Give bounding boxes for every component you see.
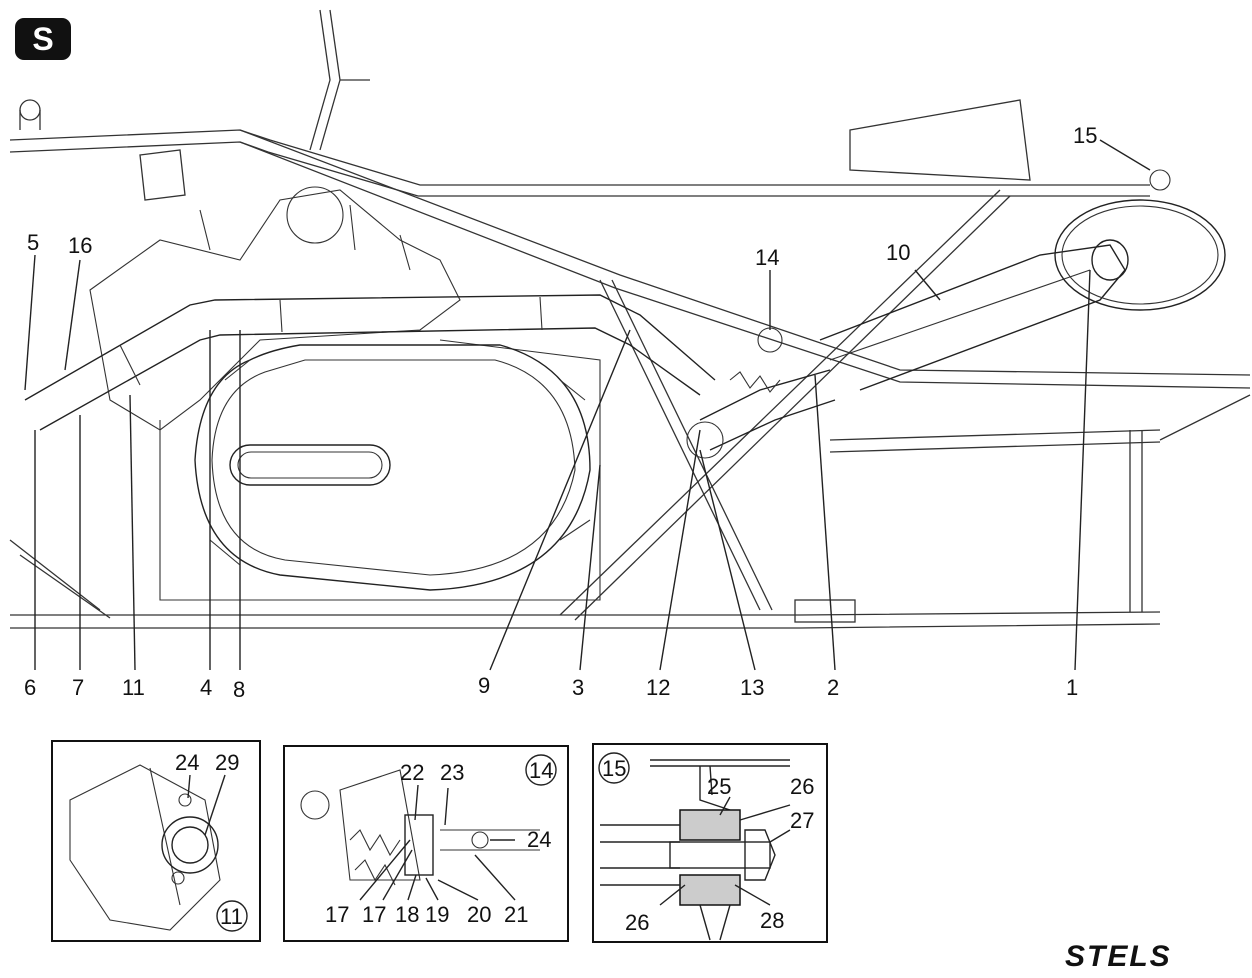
exhaust-spring-clamp [729,169,1171,393]
callout-11: 11 [122,675,145,700]
detail-15-panel: 25 26 27 26 28 15 [592,743,828,943]
callout-12: 12 [646,675,670,700]
callout-labels: 1 2 3 4 5 6 7 8 9 10 11 12 13 14 15 16 [24,123,1097,702]
callout-8: 8 [233,677,245,702]
detail-14-label-d: 17 [325,902,349,927]
callout-3: 3 [572,675,584,700]
callout-9: 9 [478,673,490,698]
cvt-cover [194,344,591,591]
detail-11-panel: 24 29 11 [51,740,261,942]
brand-logo: S [15,18,71,60]
detail-11-tag: 11 [220,904,243,929]
detail-15-label-c: 27 [790,808,814,833]
brand-logo-letter: S [32,21,53,57]
exhaust-rear-pipe [686,369,836,459]
detail-14-label-g: 19 [425,902,449,927]
detail-15-label-a: 25 [707,774,731,799]
brand-wordmark: STELS [1065,940,1172,973]
callout-14: 14 [755,245,779,270]
exhaust-front-pipe [24,294,716,431]
callout-2: 2 [827,675,839,700]
engine [89,186,601,601]
detail-14-label-f: 18 [395,902,419,927]
callout-7: 7 [72,675,84,700]
detail-14-label-e: 17 [362,902,386,927]
callout-6: 6 [24,675,36,700]
callout-15: 15 [1073,123,1097,148]
detail-14-label-h: 20 [467,902,491,927]
callout-13: 13 [740,675,764,700]
detail-14-panel: 22 23 24 17 17 18 19 20 21 14 [283,745,569,942]
callout-5: 5 [27,230,39,255]
callout-leaders [24,139,1151,671]
detail-15-label-b: 26 [790,774,814,799]
callout-16: 16 [68,233,92,258]
detail-15-tag: 15 [602,756,626,781]
detail-14-label-i: 21 [504,902,528,927]
detail-14-tag: 14 [529,758,553,783]
vehicle-frame [9,9,1251,629]
muffler [819,199,1226,391]
detail-11-label-b: 29 [215,750,239,775]
callout-4: 4 [200,675,212,700]
callout-10: 10 [886,240,910,265]
detail-14-label-a: 22 [400,760,424,785]
detail-15-label-d: 26 [625,910,649,935]
callout-1: 1 [1066,675,1078,700]
detail-15-label-e: 28 [760,908,784,933]
detail-14-label-b: 23 [440,760,464,785]
detail-14-label-c: 24 [527,827,551,852]
detail-11-label-a: 24 [175,750,199,775]
